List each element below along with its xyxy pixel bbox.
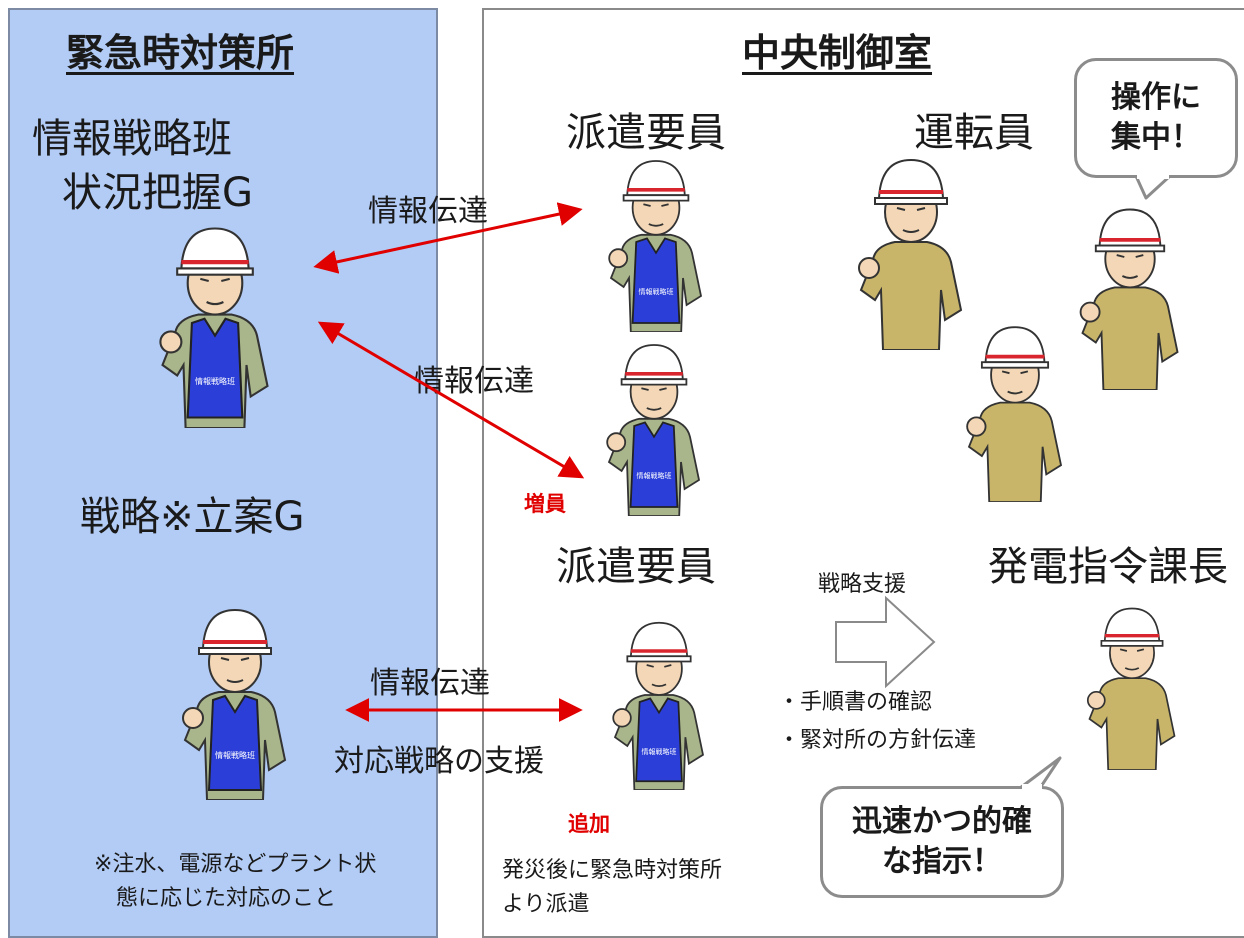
dispatch-staff-figure-1: 情報戦略班 (607, 159, 703, 332)
instruct-callout-tail (1019, 756, 1062, 790)
instruct-tail-cover (1022, 784, 1042, 790)
dispatch-staff-label-bottom: 派遣要員 (556, 544, 716, 590)
callout-focus-line1: 操作に (1111, 79, 1201, 115)
bullet-procedure-check: ・手順書の確認 (778, 690, 933, 715)
situation-group-staff-figure: 情報戦略班 (150, 218, 280, 428)
info-arrow-2 (317, 321, 585, 479)
strategy-support-block-arrow (835, 595, 936, 689)
vest-label: 情報戦略班 (642, 747, 677, 756)
increase-label: 増員 (524, 492, 566, 516)
dispatch-note-line1: 発災後に緊急時対策所 (502, 858, 723, 883)
strategy-group-staff-figure: 情報戦略班 (170, 600, 300, 800)
bullet-policy-transmission: ・緊対所の方針伝達 (778, 728, 977, 753)
focus-on-operation-callout: 操作に集中！ (1074, 58, 1238, 178)
strategy-planning-group-label: 戦略※立案G (80, 494, 305, 540)
strategy-support-label: 戦略支援 (818, 572, 907, 597)
callout-instruct-line2: な指示！ (882, 844, 1002, 879)
dispatch-note-line2: より派遣 (502, 892, 590, 917)
situation-group-label: 状況把握G (62, 170, 253, 216)
info-strategy-team-label: 情報戦略班 (32, 116, 232, 162)
shift-manager-label: 発電指令課長 (988, 544, 1228, 590)
vest-label: 情報戦略班 (639, 287, 674, 296)
focus-tail-cover (1137, 173, 1169, 179)
operator-figure-2 (1078, 207, 1180, 390)
callout-instruct-line1: 迅速かつ的確 (852, 803, 1032, 839)
vest-label: 情報戦略班 (637, 471, 672, 480)
operator-figure-3 (950, 318, 1080, 502)
strategy-support-arrow-label: 対応戦略の支援 (334, 744, 544, 779)
emergency-center-title: 緊急時対策所 (66, 31, 295, 75)
dispatch-staff-figure-3: 情報戦略班 (611, 620, 705, 790)
vest-label: 情報戦略班 (195, 376, 235, 386)
focus-callout-tail (1134, 174, 1172, 200)
shift-manager-figure (1070, 600, 1194, 770)
dispatch-staff-figure-2: 情報戦略班 (605, 343, 701, 516)
info-arrow-1 (313, 202, 583, 274)
quick-instruction-callout: 迅速かつ的確な指示！ (820, 786, 1064, 898)
add-label: 追加 (568, 812, 610, 836)
operators-label: 運転員 (914, 110, 1034, 156)
info-transfer-label-3: 情報伝達 (370, 666, 490, 701)
control-room-title: 中央制御室 (742, 31, 933, 75)
dispatch-staff-label-top: 派遣要員 (566, 110, 726, 156)
callout-focus-line2: 集中！ (1111, 120, 1201, 155)
footnote-line1: ※注水、電源などプラント状 (94, 852, 377, 877)
vest-label: 情報戦略班 (215, 750, 255, 760)
footnote-line2: 態に応じた対応のこと (116, 886, 337, 911)
